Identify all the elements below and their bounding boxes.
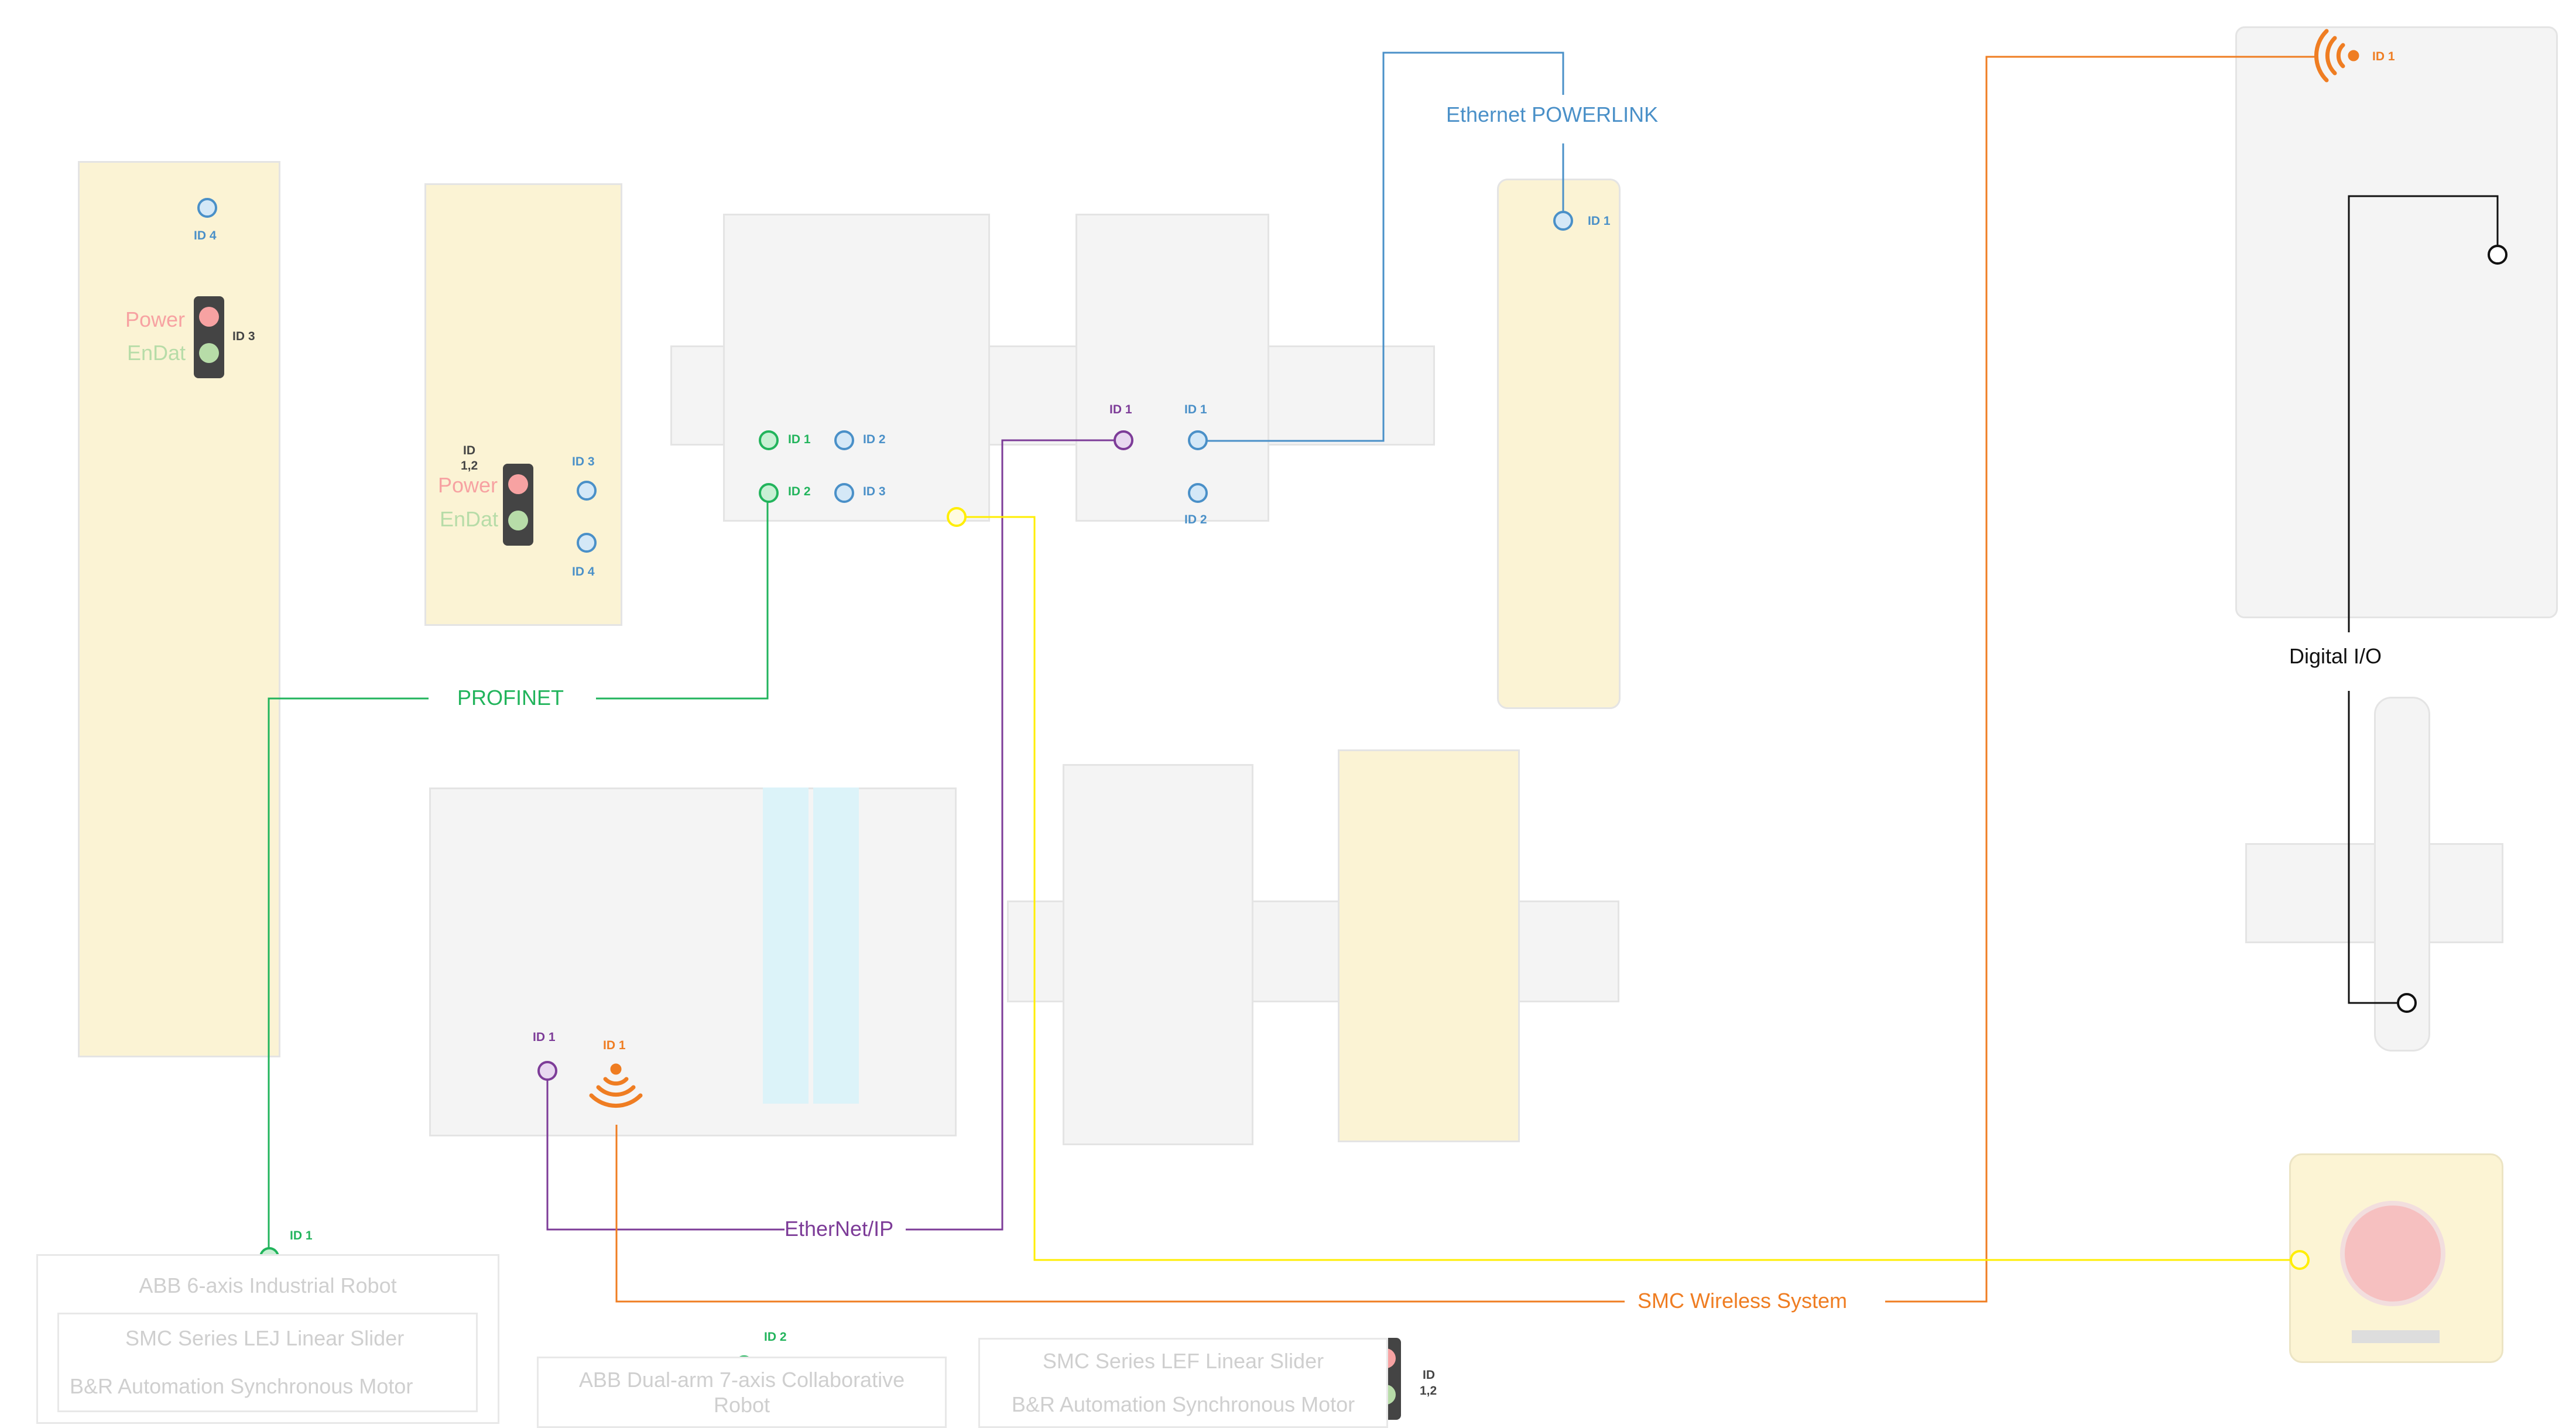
abb-cobot-box: ABB Dual-arm 7-axis Collaborative Robot [537, 1357, 947, 1428]
id-label: ID 2 [863, 433, 886, 446]
ethernetip-line [546, 1071, 785, 1231]
wireless-icon [589, 1063, 643, 1108]
profinet-port-id2 [759, 483, 779, 503]
power-supply [1063, 764, 1253, 1145]
power-label: Power [125, 307, 186, 331]
profinet-line [268, 697, 429, 1256]
id-label: ID 3 [232, 330, 255, 343]
digital-io-label: Digital I/O [2289, 644, 2382, 668]
wireless-base [2235, 26, 2558, 618]
powerlink-label: Ethernet POWERLINK [1446, 102, 1659, 126]
controller-slot-1 [763, 787, 809, 1104]
id-label: ID 1 [603, 1039, 626, 1052]
id-label: ID 2 [788, 485, 811, 498]
wireless-line [615, 1125, 1625, 1303]
wireless-icon [2314, 29, 2359, 83]
wireless-line-right [1885, 56, 2318, 1303]
endat-label: EnDat [440, 507, 499, 531]
id-label: ID 1 [1109, 403, 1132, 416]
profinet-port-id1 [759, 430, 779, 450]
id-label: ID 1 [1588, 214, 1611, 228]
safety-port-estop [2290, 1250, 2310, 1270]
emergency-stop-icon [2340, 1201, 2445, 1306]
powerlink-line [1198, 52, 1564, 442]
green-lamp [199, 343, 219, 363]
id-label: ID 2 [764, 1330, 787, 1344]
port-blue-id3 [834, 483, 854, 503]
endat-label: EnDat [127, 341, 186, 365]
id-label: ID 1 [533, 1030, 556, 1044]
abb-cobot-label: ABB Dual-arm 7-axis Collaborative Robot [578, 1367, 905, 1417]
port-blue-id4-mid [577, 533, 597, 553]
safety-line [957, 516, 2300, 1261]
abb-robot-label: ABB 6-axis Industrial Robot [139, 1273, 397, 1297]
red-lamp [508, 474, 528, 494]
emergency-stop-plate [2352, 1330, 2440, 1343]
ethernetip-label: EtherNet/IP [785, 1217, 894, 1241]
profinet-line-right [596, 493, 769, 700]
id-label: ID 2 [1184, 513, 1207, 526]
id-label: ID [463, 444, 475, 457]
id-label: 1,2 [461, 459, 478, 472]
controller-slot-2 [813, 787, 859, 1104]
red-lamp [199, 307, 219, 327]
ethernetip-port-io [1114, 430, 1133, 450]
digital-io-line-top [2348, 195, 2499, 632]
id-label: ID 1 [290, 1229, 313, 1242]
powerlink-device-port [1553, 211, 1573, 231]
id-label: ID 1 [2372, 50, 2395, 63]
green-lamp [508, 511, 528, 530]
power-label: Power [438, 473, 498, 497]
powerlink-port-id1 [1188, 430, 1208, 450]
port-blue-id3-mid [577, 481, 597, 501]
plc-modules-top [723, 214, 990, 522]
port-blue-id4-left [197, 198, 217, 218]
id-label: ID 1 [1184, 403, 1207, 416]
id-label: ID [1423, 1368, 1435, 1382]
wireless-label: SMC Wireless System [1638, 1289, 1848, 1313]
br-motor-label: B&R Automation Synchronous Motor [1011, 1392, 1355, 1416]
lej-slider-label: SMC Series LEJ Linear Slider [125, 1326, 405, 1350]
br-motor-label: B&R Automation Synchronous Motor [70, 1374, 413, 1398]
digital-io-line-bottom [2348, 691, 2407, 1004]
powerlink-port-id2 [1188, 483, 1208, 503]
port-blue-id2 [834, 430, 854, 450]
traffic-light-icon [503, 464, 533, 546]
digital-io-port-top [2488, 245, 2508, 265]
id-label: ID 3 [572, 455, 595, 468]
safety-port-plc [947, 507, 967, 527]
servo-drive-left [78, 161, 280, 1057]
id-label: ID 4 [194, 229, 217, 242]
id-label: ID 3 [863, 485, 886, 498]
ethernetip-line-right [906, 439, 1124, 1231]
profinet-label: PROFINET [457, 686, 564, 710]
motor-slider-group: SMC Series LEJ Linear Slider B&R Automat… [57, 1313, 478, 1412]
powerlink-device [1497, 179, 1621, 709]
sensor-module [2374, 697, 2430, 1052]
lef-slider-box: SMC Series LEF Linear Slider B&R Automat… [978, 1338, 1388, 1428]
traffic-light-icon [194, 296, 224, 378]
lef-slider-label: SMC Series LEF Linear Slider [1042, 1349, 1324, 1373]
ethernetip-controller [429, 787, 957, 1136]
relay-module [1338, 749, 1520, 1142]
id-label: 1,2 [1420, 1384, 1437, 1398]
id-label: ID 4 [572, 565, 595, 578]
io-modules-top [1075, 214, 1269, 522]
ethernetip-port-controller [537, 1061, 557, 1081]
digital-io-port-bottom [2397, 993, 2417, 1013]
id-label: ID 1 [788, 433, 811, 446]
